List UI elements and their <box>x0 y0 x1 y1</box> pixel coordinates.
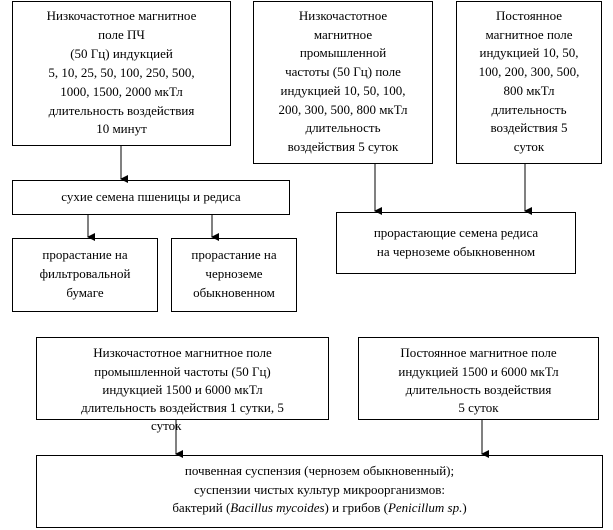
box10-line-3: бактерий (Bacillus mycoides) и грибов (P… <box>36 500 603 515</box>
box8-line-5: суток <box>151 418 182 433</box>
box9-line-4: 5 суток <box>458 400 499 415</box>
box1-line-7: 10 минут <box>96 121 147 136</box>
box9-line-3: длительность воздействия <box>405 382 552 397</box>
box1-line-1: Низкочастотное магнитное <box>46 8 197 23</box>
constant-field-5days-box <box>456 1 602 164</box>
box7-line-1: прорастающие семена редиса <box>373 225 539 240</box>
dry-seeds-box <box>12 180 290 215</box>
box7-line-2: на черноземе обыкновенном <box>376 244 536 259</box>
box2-line-1: Низкочастотное <box>298 8 388 23</box>
box8-line-2: промышленной частоты (50 Гц) <box>94 364 271 379</box>
bacillus-species-name: Bacillus mycoides <box>230 500 325 515</box>
box2-line-7: длительность <box>305 120 381 135</box>
box1-line-6: длительность воздействия <box>48 103 195 118</box>
box2-line-5: индукцией 10, 50, 100, <box>280 83 406 98</box>
box8-line-4: длительность воздействия 1 сутки, 5 <box>81 400 284 415</box>
box3-line-5: 800 мкТл <box>503 83 555 98</box>
penicillium-species-name: Penicillum sp. <box>387 500 463 515</box>
box3-line-1: Постоянное <box>495 8 563 23</box>
box2-line-3: промышленной <box>299 45 387 60</box>
filter-paper-germination-box <box>12 238 158 312</box>
box3-line-6: длительность <box>491 102 567 117</box>
box6-line-3: обыкновенном <box>193 285 275 300</box>
box10-line-3-close: ) <box>462 500 467 515</box>
box4-line-1: сухие семена пшеницы и редиса <box>61 189 241 204</box>
box10-line-3-fungi-prefix: ) и грибов ( <box>324 500 388 515</box>
box5-line-2: фильтровальной <box>39 266 131 281</box>
box5-line-3: бумаге <box>66 285 104 300</box>
box10-line-3-bacteria-prefix: бактерий ( <box>172 500 231 515</box>
box1-line-4: 5, 10, 25, 50, 100, 250, 500, <box>48 65 195 80</box>
box8-line-1: Низкочастотное магнитное поле <box>93 345 272 360</box>
box10-line-2: суспензии чистых культур микроорганизмов… <box>194 482 445 497</box>
industrial-frequency-field-5days-box <box>253 1 433 164</box>
box2-line-6: 200, 300, 500, 800 мкТл <box>278 102 408 117</box>
box1-line-5: 1000, 1500, 2000 мкТл <box>60 84 183 99</box>
industrial-frequency-field-1-5days-box <box>36 337 329 420</box>
constant-field-1500-6000-box <box>358 337 599 420</box>
chernozem-germination-box <box>171 238 297 312</box>
box2-line-8: воздействия 5 суток <box>287 139 399 154</box>
box9-line-2: индукцией 1500 и 6000 мкТл <box>398 364 559 379</box>
box3-line-2: магнитное поле <box>485 27 573 42</box>
box2-line-2: магнитное <box>313 27 373 42</box>
germinating-radish-seeds-box <box>336 212 576 274</box>
box2-line-4: частоты (50 Гц) поле <box>285 64 401 79</box>
box9-line-1: Постоянное магнитное поле <box>400 345 557 360</box>
box8-line-3: индукцией 1500 и 6000 мкТл <box>102 382 263 397</box>
box1-line-2: поле ПЧ <box>98 27 145 42</box>
box3-line-7: воздействия 5 <box>490 120 568 135</box>
box3-line-3: индукцией 10, 50, <box>479 45 579 60</box>
box3-line-4: 100, 200, 300, 500, <box>478 64 580 79</box>
box5-line-1: прорастание на <box>42 247 128 262</box>
box10-line-1: почвенная суспензия (чернозем обыкновенн… <box>184 463 455 478</box>
box1-line-3: (50 Гц) индукцией <box>70 46 173 61</box>
soil-suspension-box <box>36 455 603 528</box>
box6-line-2: черноземе <box>205 266 263 281</box>
box6-line-1: прорастание на <box>191 247 277 262</box>
low-frequency-field-10min-box <box>12 1 231 146</box>
box3-line-8: суток <box>513 139 545 154</box>
